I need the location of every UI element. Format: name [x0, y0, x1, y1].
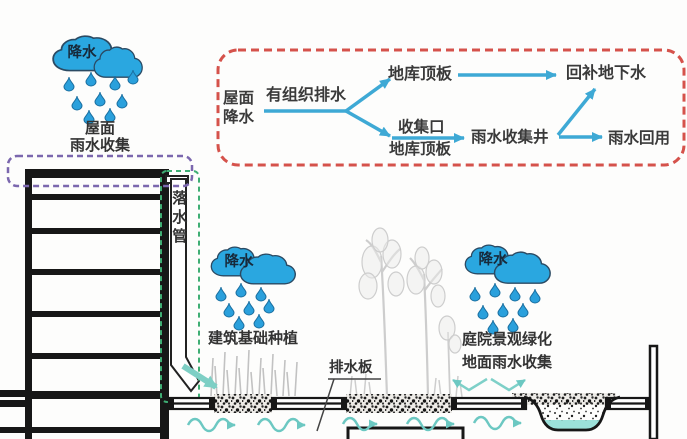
- flowchart-border: [216, 48, 686, 167]
- downspout-label: 落水管: [170, 190, 188, 247]
- grass-sketch: [210, 349, 298, 397]
- flowchart-source-line2: 降水: [223, 109, 255, 126]
- courtyard-label-line2: 地面雨水收集: [462, 354, 553, 371]
- swale-outline: [523, 395, 621, 432]
- recharge-groundwater-label: 回补地下水: [566, 65, 647, 82]
- downspout-zone-box: [160, 170, 200, 403]
- cloud-label: 降水: [478, 252, 508, 268]
- flowchart-source-line1: 屋面: [223, 90, 255, 107]
- roof-collection-label: 屋面 雨水收集: [38, 120, 162, 155]
- underground-garage-outline: [346, 426, 465, 439]
- collection-well-label: 雨水收集井: [471, 129, 549, 146]
- roof-collection-line1: 屋面: [84, 120, 115, 137]
- raindrops: [63, 69, 139, 125]
- downspout-pipe: [165, 175, 201, 393]
- garage-roof-top-label: 地库顶板: [388, 66, 453, 83]
- boundary-post: [648, 344, 659, 439]
- organized-drainage-label: 有组织排水: [266, 87, 347, 104]
- cloud-label: 降水: [67, 45, 97, 61]
- ground-section: [167, 344, 659, 439]
- water-flow-arrows: [181, 363, 526, 433]
- foundation-planting-label: 建筑基础种植: [208, 330, 299, 347]
- raindrops: [469, 282, 541, 335]
- garage-roof-bottom-label: 地库顶板: [389, 141, 452, 158]
- drain-board-label: 排水板: [329, 360, 373, 376]
- flowchart-arrows: [264, 70, 603, 143]
- roof-collection-line2: 雨水收集: [69, 137, 130, 155]
- roof-collection-zone-box: [6, 154, 194, 188]
- collection-inlet-label: 收集口: [398, 119, 445, 136]
- drain-board-leader: [316, 378, 381, 432]
- tree-sketch: [349, 227, 463, 398]
- flowchart-source-label: 屋面 降水: [223, 89, 254, 127]
- courtyard-label-line1: 庭院景观绿化: [462, 331, 553, 348]
- building-section: [0, 169, 169, 439]
- raindrops: [215, 282, 275, 331]
- swale-water: [524, 420, 620, 430]
- cloud-label: 降水: [224, 254, 254, 270]
- rainwater-reuse-label: 雨水回用: [608, 130, 671, 147]
